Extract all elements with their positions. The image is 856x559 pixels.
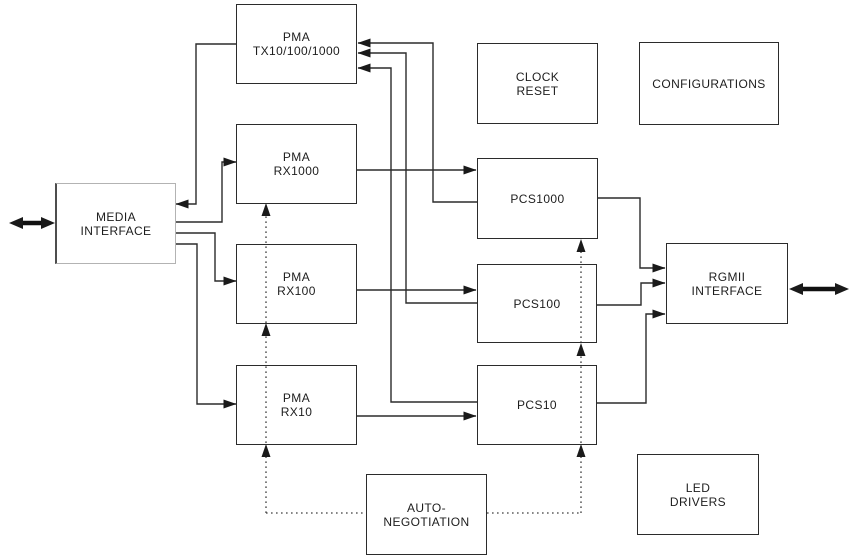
node-label: LED <box>685 480 711 495</box>
node-pma-rx1000: PMA RX1000 <box>236 124 357 204</box>
node-label: DRIVERS <box>669 494 727 509</box>
node-pma-tx: PMA TX10/100/1000 <box>236 4 357 84</box>
node-label: RX10 <box>280 405 313 419</box>
rgmii-external-arrowhead-right <box>835 283 849 295</box>
edge-media-to-rx1000 <box>175 157 237 223</box>
node-pcs1000: PCS1000 <box>477 158 598 239</box>
edge-pcs10-to-rgmii <box>597 309 666 404</box>
node-led-drivers: LED DRIVERS <box>637 454 759 535</box>
node-pcs10: PCS10 <box>477 365 597 445</box>
node-label: NEGOTIATION <box>383 514 470 529</box>
arrowhead-autoneg-rx1000 <box>261 203 271 216</box>
node-clock-reset: CLOCK RESET <box>477 43 598 124</box>
media-external-arrowhead-left <box>9 217 23 229</box>
node-label: INTERFACE <box>691 283 763 298</box>
arrowhead-autoneg-pcs1000 <box>576 239 586 252</box>
node-label: RGMII <box>708 269 746 284</box>
edge-pcs10-to-pmatx <box>357 63 477 403</box>
node-media-interface: MEDIA INTERFACE <box>55 183 176 264</box>
arrowhead-autoneg-pcs10 <box>576 444 586 457</box>
node-label: CONFIGURATIONS <box>652 76 766 91</box>
edge-pcs100-to-rgmii <box>597 278 666 306</box>
node-label: PMA <box>282 30 311 44</box>
node-label: PMA <box>282 270 311 284</box>
node-configurations: CONFIGURATIONS <box>639 42 779 125</box>
node-label: PMA <box>282 391 311 405</box>
node-auto-negotiation: AUTO- NEGOTIATION <box>366 474 487 555</box>
node-label: TX10/100/1000 <box>252 44 341 58</box>
edge-pcs100-to-pmatx <box>357 48 477 304</box>
edge-media-to-rx10 <box>175 243 237 409</box>
node-pcs100: PCS100 <box>477 264 597 343</box>
arrowhead-autoneg-pcs100 <box>576 343 586 356</box>
node-rgmii-interface: RGMII INTERFACE <box>666 243 788 324</box>
node-label: RX1000 <box>273 164 320 178</box>
node-label: PCS100 <box>513 296 561 311</box>
media-external-arrowhead-right <box>41 217 55 229</box>
arrowhead-autoneg-rx100 <box>261 323 271 336</box>
node-pma-rx10: PMA RX10 <box>236 365 357 445</box>
node-label: MEDIA <box>95 209 136 224</box>
edge-pmatx-to-media <box>175 43 237 209</box>
edge-pcs1000-to-rgmii <box>597 197 666 273</box>
node-label: RESET <box>516 83 559 98</box>
node-label: PCS10 <box>516 398 558 412</box>
rgmii-external-arrowhead-left <box>789 283 803 295</box>
node-pma-rx100: PMA RX100 <box>236 244 357 324</box>
arrowhead-autoneg-rx10 <box>261 444 271 457</box>
edge-media-to-rx100 <box>175 232 237 286</box>
node-label: PCS1000 <box>510 191 565 206</box>
node-label: RX100 <box>277 284 316 298</box>
node-label: INTERFACE <box>80 223 152 238</box>
edge-pcs1000-to-pmatx <box>357 38 477 203</box>
node-label: PMA <box>282 150 311 164</box>
node-label: CLOCK <box>515 69 560 84</box>
node-label: AUTO- <box>406 500 447 515</box>
